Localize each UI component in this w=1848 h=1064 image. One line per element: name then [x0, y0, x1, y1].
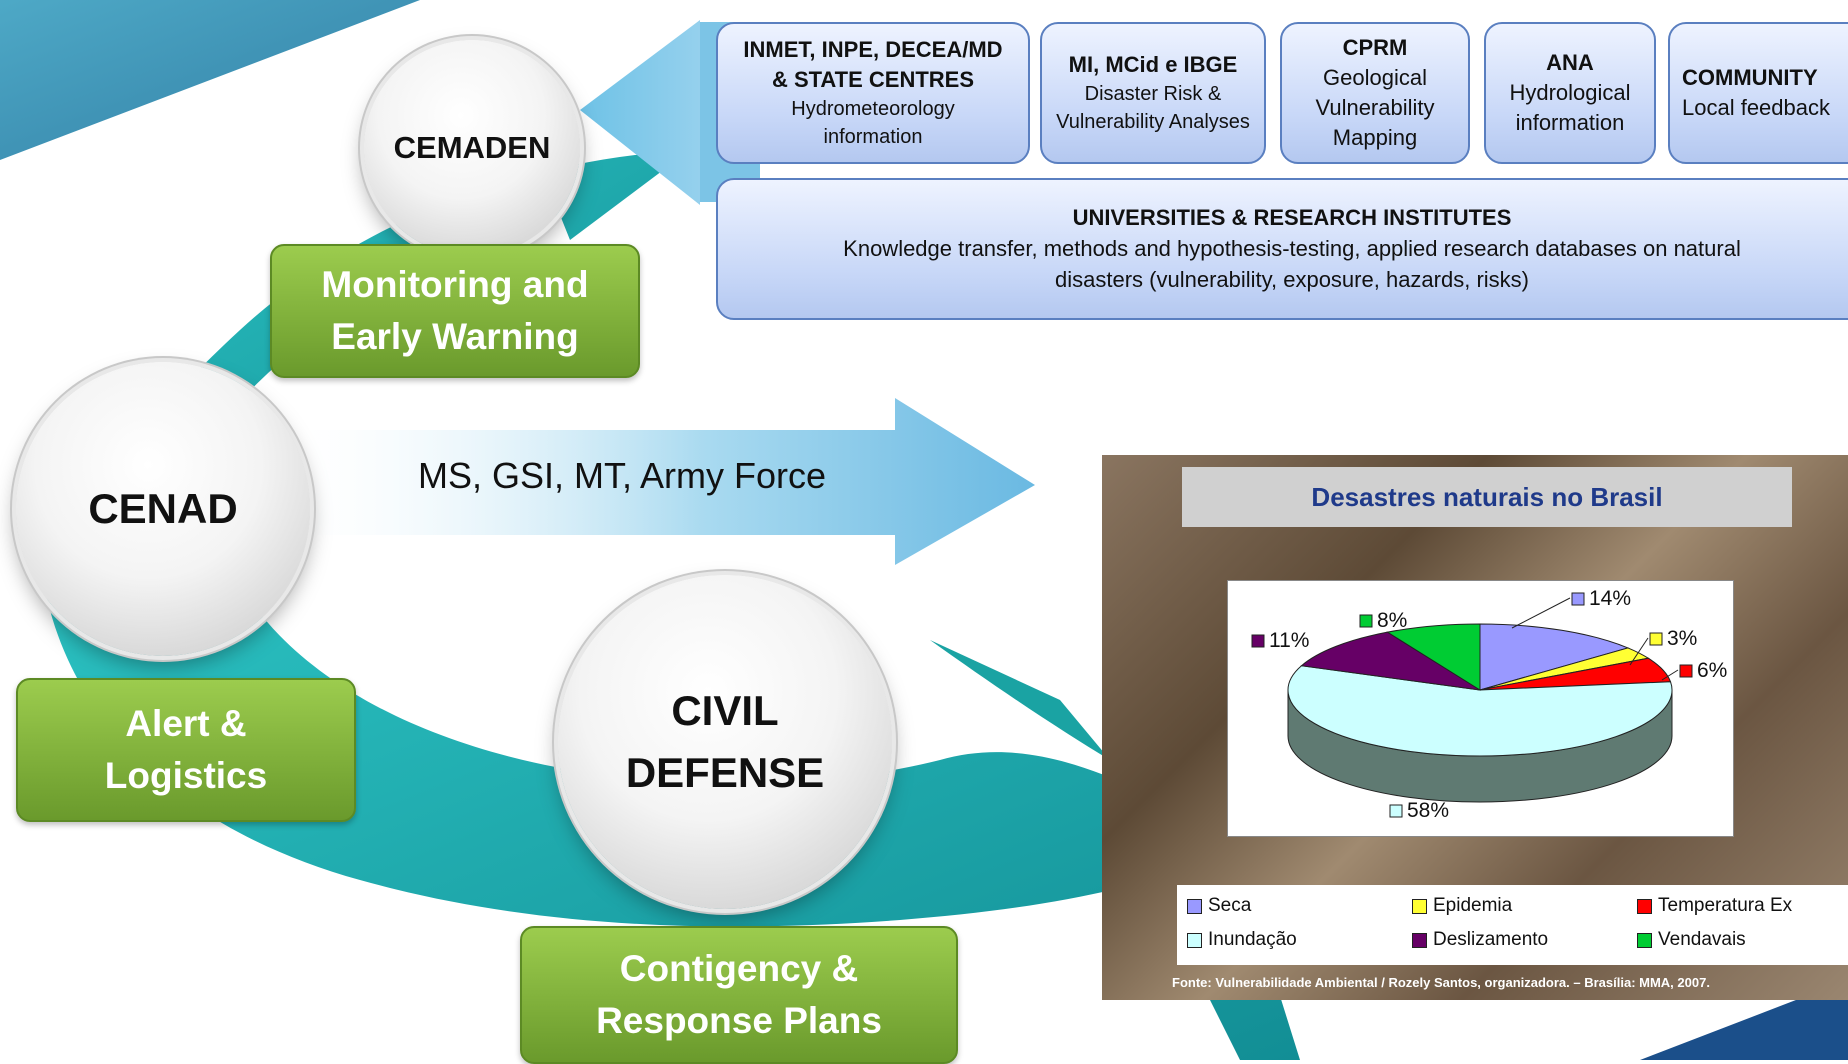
pie-label-swatch [1251, 634, 1265, 648]
dispatch-arrow-label: MS, GSI, MT, Army Force [418, 455, 827, 496]
legend-label: Seca [1208, 895, 1252, 916]
legend-item: Vendavais [1637, 929, 1746, 951]
chart-source: Fonte: Vulnerabilidade Ambiental / Rozel… [1172, 975, 1710, 990]
pie-label-swatch [1571, 592, 1585, 606]
pie-label-text: 3% [1667, 627, 1697, 650]
legend-item: Temperatura Ex [1637, 895, 1792, 917]
pie-label-text: 14% [1589, 587, 1631, 610]
source-title: ANA [1546, 50, 1594, 75]
pie-label-text: 8% [1377, 609, 1407, 632]
universities-title: UNIVERSITIES & RESEARCH INSTITUTES [1072, 205, 1512, 230]
label-alert: Alert & Logistics [16, 678, 356, 822]
pie-label-swatch [1649, 632, 1663, 646]
pie-label-swatch [1359, 614, 1373, 628]
source-title: INMET, INPE, DECEA/MD & STATE CENTRES [743, 37, 1003, 92]
node-civil-defense: CIVIL DEFENSE [558, 575, 892, 909]
pie-slice-deslizamento [1300, 631, 1481, 691]
label-contingency: Contigency & Response Plans [520, 926, 958, 1064]
legend-label: Vendavais [1658, 929, 1746, 950]
pie-slice-vendavais [1386, 623, 1481, 691]
legend-swatch [1412, 932, 1427, 948]
source-box-inmet: INMET, INPE, DECEA/MD & STATE CENTRES Hy… [716, 22, 1030, 164]
legend-swatch [1637, 932, 1652, 948]
pie-leader-line [1661, 669, 1679, 681]
dispatch-arrow [300, 398, 1035, 565]
pie-label-text: 58% [1407, 799, 1449, 822]
legend-item: Epidemia [1412, 895, 1512, 917]
legend-item: Deslizamento [1412, 929, 1548, 951]
source-desc: Local feedback [1682, 95, 1830, 120]
chart-title: Desastres naturais no Brasil [1311, 481, 1663, 512]
input-arrow [580, 20, 730, 205]
source-box-cprm: CPRM Geological Vulnerability Mapping [1280, 22, 1470, 164]
corner-decoration [0, 0, 420, 160]
node-label: CENAD [88, 485, 238, 532]
source-box-ana: ANA Hydrological information [1484, 22, 1656, 164]
source-desc: Geological Vulnerability Mapping [1315, 65, 1435, 150]
legend-swatch [1637, 898, 1652, 914]
legend-label: Deslizamento [1433, 929, 1549, 950]
pie-data-label: 11% [1251, 629, 1309, 652]
source-title: MI, MCid e IBGE [1068, 52, 1238, 77]
pie-data-label: 8% [1359, 609, 1407, 632]
pie-label-text: 11% [1269, 629, 1309, 652]
pie-leader-line [1511, 597, 1571, 629]
node-label: CEMADEN [393, 130, 551, 165]
chart-legend [1177, 885, 1848, 965]
pie-data-label: 14% [1571, 587, 1631, 610]
universities-box: UNIVERSITIES & RESEARCH INSTITUTES Knowl… [716, 178, 1848, 320]
chart-title-banner: Desastres naturais no Brasil [1182, 467, 1792, 527]
pie-chart: 14% 3%6% 58% 11% 8% [1251, 587, 1727, 822]
source-desc: Hydrological information [1509, 80, 1631, 135]
source-box-mi: MI, MCid e IBGE Disaster Risk & Vulnerab… [1040, 22, 1266, 164]
legend-item: Seca [1187, 895, 1251, 917]
legend-swatch [1187, 898, 1202, 914]
pie-label-text: 6% [1697, 659, 1727, 682]
legend-swatch [1412, 898, 1427, 914]
pie-data-label: 6% [1679, 659, 1727, 682]
pie-data-label: 3% [1649, 627, 1697, 650]
legend-swatch [1187, 932, 1202, 948]
source-title: CPRM [1342, 35, 1408, 60]
chart-panel: Desastres naturais no Brasil 14%3%6%58%1… [1102, 455, 1848, 1000]
legend-label: Inundação [1208, 929, 1297, 950]
source-desc: Hydrometeorology information [791, 98, 955, 148]
node-label: CIVIL DEFENSE [625, 687, 825, 796]
pie-label-swatch [1679, 664, 1693, 678]
pie-label-swatch [1389, 804, 1403, 818]
pie-slice-seca [1479, 623, 1630, 691]
corner-decoration-bottom [1640, 980, 1848, 1060]
legend-label: Temperatura Ex [1658, 895, 1793, 916]
source-title: COMMUNITY [1682, 65, 1818, 90]
source-box-community: COMMUNITY Local feedback [1668, 22, 1848, 164]
pie-leader-line [1629, 637, 1649, 666]
universities-desc: Knowledge transfer, methods and hypothes… [843, 236, 1741, 292]
cycle-arrow-head [930, 640, 1110, 760]
node-cenad: CENAD [16, 362, 310, 656]
node-cemaden: CEMADEN [364, 40, 580, 256]
source-desc: Disaster Risk & Vulnerability Analyses [1056, 83, 1250, 133]
pie-slice-inundação [1287, 665, 1673, 757]
pie-data-label: 58% [1389, 799, 1449, 822]
legend-label: Epidemia [1433, 895, 1513, 916]
legend-item: Inundação [1187, 929, 1297, 951]
label-monitoring: Monitoring and Early Warning [270, 244, 640, 378]
